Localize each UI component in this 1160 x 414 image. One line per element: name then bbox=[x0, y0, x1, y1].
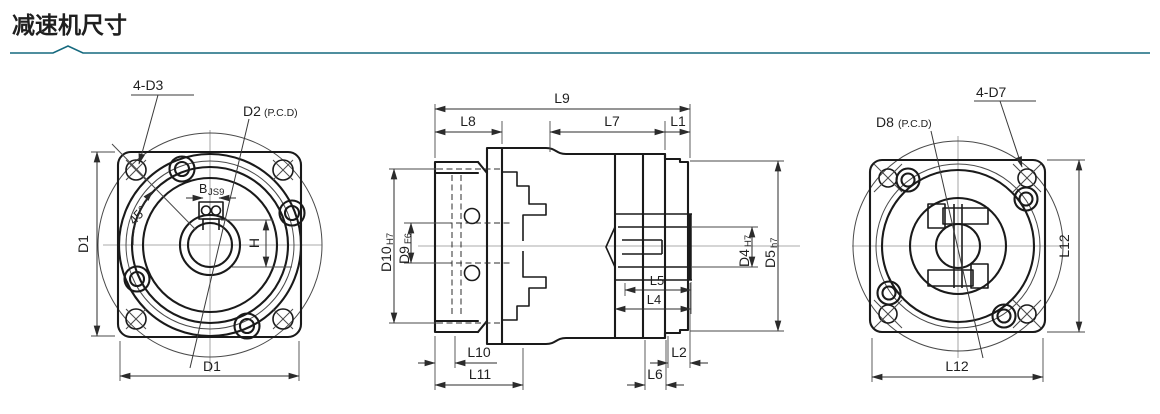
rear-width-label: L12 bbox=[945, 358, 969, 374]
rear-recess-circle bbox=[908, 196, 1008, 296]
pcd-callout: D2 (P.C.D) bbox=[189, 103, 298, 369]
key-width-tol: JS9 bbox=[208, 187, 224, 198]
page-title: 减速机尺寸 bbox=[12, 12, 127, 38]
diagonal-construction-line bbox=[111, 143, 197, 231]
dim-d4-tol: H7 bbox=[743, 235, 754, 247]
key-width-dim: B JS9 bbox=[186, 182, 236, 202]
rear-flange-square bbox=[868, 158, 1047, 334]
input-clamp-coupling bbox=[927, 203, 989, 289]
inner-length-dims: L5 L4 bbox=[614, 273, 692, 314]
pcd-note: (P.C.D) bbox=[264, 107, 298, 119]
corner-hole-callout: 4-D3 bbox=[131, 77, 194, 165]
flange-width-dim: D1 bbox=[119, 341, 300, 381]
top-dimensions: L9 L8 L7 L1 bbox=[434, 90, 691, 158]
output-diameter-dims: D4 H7 D5 h7 bbox=[690, 160, 784, 332]
dim-l5-label: L5 bbox=[650, 273, 664, 288]
dim-l2-label: L2 bbox=[671, 344, 687, 360]
key-height-label: H bbox=[246, 238, 262, 248]
flange-height-label: D1 bbox=[75, 235, 91, 253]
dim-l8-label: L8 bbox=[460, 113, 476, 129]
rear-width-dim: L12 bbox=[871, 338, 1044, 382]
key-width-label: B bbox=[199, 182, 207, 196]
dim-d9-tol: F6 bbox=[403, 233, 414, 244]
title-divider bbox=[10, 45, 1150, 54]
dim-d10-label: D10 bbox=[378, 246, 394, 272]
output-bore bbox=[605, 213, 692, 281]
rear-height-label: L12 bbox=[1056, 234, 1072, 258]
boss-circle-outer bbox=[117, 152, 303, 338]
clamp-jaws bbox=[463, 171, 547, 321]
flange-height-dim: D1 bbox=[75, 151, 115, 337]
dim-l9-label: L9 bbox=[554, 90, 570, 106]
dim-d4-label: D4 bbox=[736, 249, 752, 267]
rear-boss-circle bbox=[880, 168, 1036, 324]
boss-circle-mid bbox=[130, 165, 290, 325]
shaft-circle bbox=[186, 221, 234, 269]
header: 减速机尺寸 bbox=[10, 12, 1150, 54]
rear-bolt-circle bbox=[875, 163, 1041, 329]
front-view: 45° 4-D3 D2 (P.C.D) B JS9 H bbox=[75, 77, 323, 381]
dim-l7-label: L7 bbox=[604, 113, 620, 129]
front-centerlines bbox=[103, 130, 322, 372]
input-diameter-dims: D10 H7 D9 F6 bbox=[378, 168, 450, 324]
dim-l4-label: L4 bbox=[647, 292, 661, 307]
corner-holes-label: 4-D3 bbox=[133, 77, 164, 93]
bolt-circle bbox=[125, 160, 295, 330]
dim-d9-label: D9 bbox=[396, 246, 412, 264]
bottom-dimensions: L10 L11 L2 L6 bbox=[418, 283, 708, 390]
dim-l6-label: L6 bbox=[647, 366, 663, 382]
bore-circle bbox=[178, 213, 242, 277]
angle-arc bbox=[132, 190, 154, 246]
rear-pcd-callout: D8 (P.C.D) bbox=[876, 114, 984, 359]
keyway-clamp bbox=[198, 201, 224, 230]
dim-d10-tol: H7 bbox=[385, 233, 396, 245]
rear-height-dim: L12 bbox=[1047, 159, 1085, 333]
corner-holes bbox=[125, 159, 294, 330]
rear-pcd-note: (P.C.D) bbox=[898, 118, 932, 130]
boss-circle-inner bbox=[141, 176, 279, 314]
bolt-holes bbox=[123, 155, 306, 340]
rear-corner-hole-callout: 4-D7 bbox=[974, 84, 1036, 168]
pcd-label: D2 bbox=[243, 103, 261, 119]
dim-d5-label: D5 bbox=[762, 250, 778, 268]
rear-body-silhouette bbox=[852, 140, 1064, 352]
flange-width-label: D1 bbox=[203, 358, 221, 374]
dim-l11-label: L11 bbox=[469, 366, 492, 382]
rear-bolt-holes bbox=[876, 167, 1039, 329]
rear-corner-holes-label: 4-D7 bbox=[976, 84, 1007, 100]
dim-l1-label: L1 bbox=[670, 113, 686, 129]
key-height-dim: H bbox=[221, 219, 292, 268]
side-view: L9 L8 L7 L1 D10 H7 D9 F6 bbox=[378, 90, 800, 390]
rear-view: 4-D7 D8 (P.C.D) L12 L12 bbox=[852, 84, 1085, 382]
rear-pcd-label: D8 bbox=[876, 114, 894, 130]
dim-l10-label: L10 bbox=[467, 344, 491, 360]
dim-d5-tol: h7 bbox=[769, 237, 780, 248]
